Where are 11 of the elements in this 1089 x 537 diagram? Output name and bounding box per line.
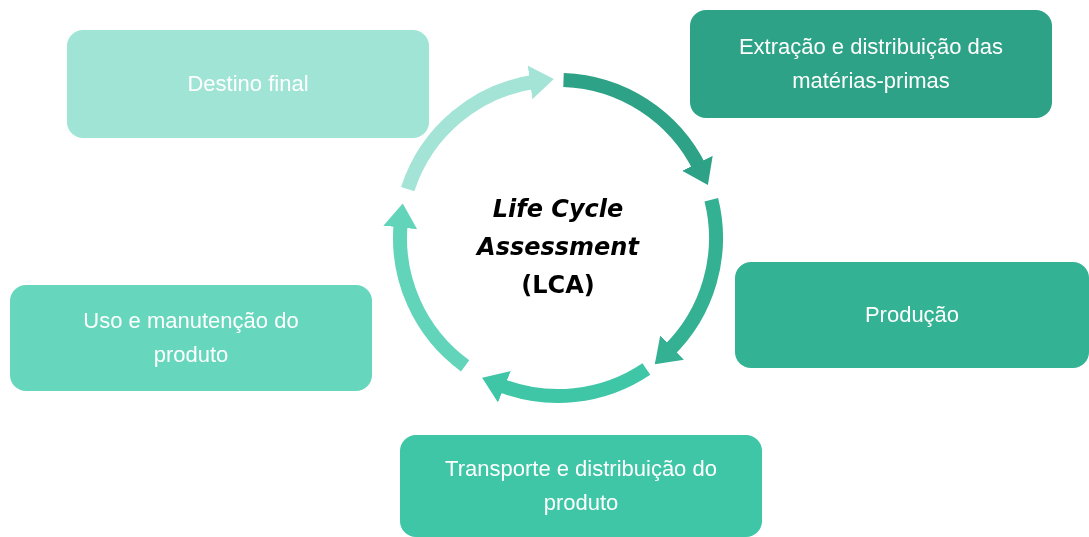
stage-label: Uso e manutenção do produto [82,307,300,369]
stage-label: Extração e distribuição das matérias-primas [737,33,1005,95]
stage-box [10,285,372,391]
stage-label: Produção [864,301,960,329]
stage-box [400,435,762,537]
stage-box [67,30,429,138]
stage-box [735,262,1089,368]
stage-label: Destino final [187,70,309,98]
center-title: Life Cycle Assessment (LCA) [474,194,641,301]
stage-box [690,10,1052,118]
stage-label: Transporte e distribuição do produto [444,455,718,517]
